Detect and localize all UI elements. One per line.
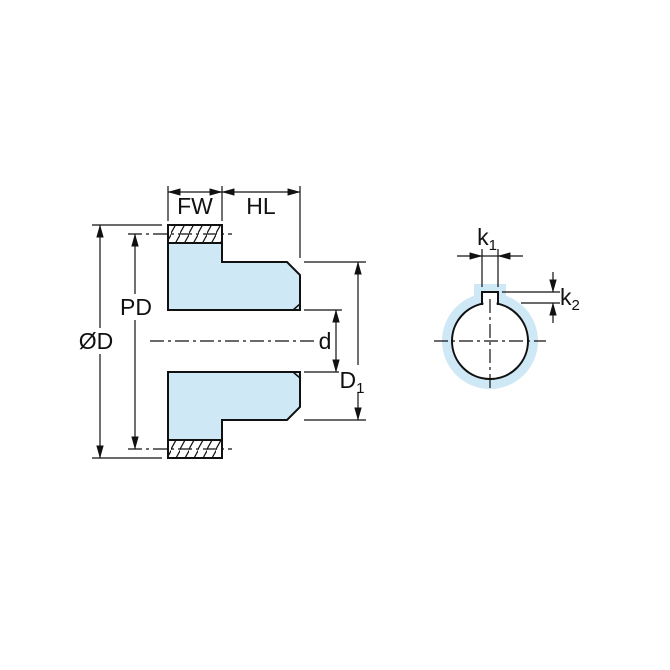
hl-label: HL bbox=[246, 193, 276, 219]
gear-cross-section-view: FW HL ØD PD bbox=[76, 186, 375, 459]
pd-dimension: PD bbox=[118, 233, 154, 450]
d-label: d bbox=[319, 328, 332, 354]
d1-label-halo bbox=[339, 365, 375, 392]
fw-label: FW bbox=[177, 193, 213, 219]
gear-body-upper bbox=[167, 242, 301, 311]
k2-dimension: k2 bbox=[502, 272, 580, 323]
d-label-halo bbox=[316, 330, 334, 353]
k2-label: k2 bbox=[560, 284, 580, 314]
fw-hl-dimension: FW HL bbox=[167, 186, 301, 258]
k1-dimension: k1 bbox=[457, 224, 523, 287]
od-dimension: ØD bbox=[76, 224, 162, 459]
od-label: ØD bbox=[79, 328, 114, 354]
pd-label: PD bbox=[120, 294, 152, 320]
gear-end-view: k1 k2 bbox=[434, 224, 580, 390]
hub-dimension: D1 bbox=[304, 261, 375, 421]
keyway-outline bbox=[481, 291, 499, 305]
bore-chamfer-top bbox=[292, 303, 301, 311]
bore-chamfer-bottom bbox=[292, 371, 301, 379]
k1-label: k1 bbox=[477, 224, 497, 254]
pd-label-halo bbox=[118, 294, 154, 320]
d1-label: D1 bbox=[340, 367, 365, 397]
bore-dimension: d bbox=[304, 309, 342, 373]
gear-body-lower bbox=[167, 371, 301, 441]
od-label-halo bbox=[76, 328, 116, 354]
